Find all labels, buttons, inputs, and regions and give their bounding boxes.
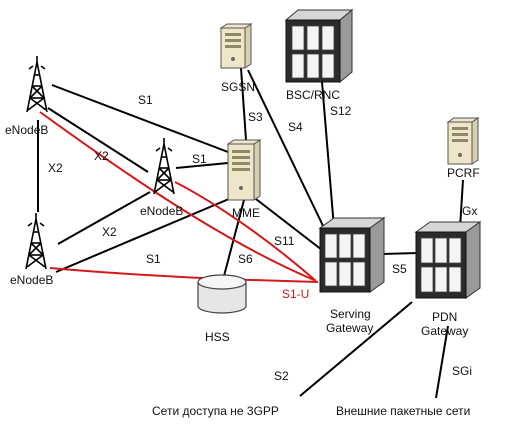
enodeb-mid-label: eNodeB xyxy=(140,204,183,218)
enodeb-top-label: eNodeB xyxy=(5,123,48,137)
external-packet-networks-label: Внешние пакетные сети xyxy=(336,404,470,418)
link-x2-enodeb-top-mid xyxy=(47,107,149,173)
iface-s1-u: S1-U xyxy=(282,287,309,301)
link-sgsn-sgw xyxy=(247,69,327,233)
link-pdn-external xyxy=(435,325,449,399)
enodeb-top-tower-icon xyxy=(26,56,48,113)
pcrf-server-icon xyxy=(446,117,480,165)
iface-s2: S2 xyxy=(274,369,289,383)
link-enodeb-top-mme xyxy=(51,84,229,153)
link-pdn-non3gpp xyxy=(299,301,413,397)
iface-x2-lower: X2 xyxy=(102,225,117,239)
sgsn-label: SGSN xyxy=(221,80,255,94)
link-enodeb-bottom-mme xyxy=(55,195,237,273)
pdn-gateway-label-line2: Gateway xyxy=(421,324,468,338)
link-bsc-sgw xyxy=(321,81,335,229)
enodeb-bottom-label: eNodeB xyxy=(10,273,53,287)
serving-gateway-rack-icon xyxy=(318,217,386,293)
link-s1u-enodeb-bottom xyxy=(49,267,319,283)
link-enodeb-mid-mme xyxy=(175,162,229,169)
iface-s1-bottom: S1 xyxy=(146,252,161,266)
mme-server-icon xyxy=(226,139,262,201)
pcrf-label: PCRF xyxy=(447,166,480,180)
iface-s4: S4 xyxy=(288,120,303,134)
link-mme-hss xyxy=(223,199,245,277)
link-sgsn-mme xyxy=(240,67,247,141)
iface-gx: Gx xyxy=(462,204,477,218)
iface-s5: S5 xyxy=(392,262,407,276)
iface-s11: S11 xyxy=(274,234,295,248)
iface-sgi: SGi xyxy=(452,364,472,378)
interface-labels: S1 S1 S1 X2 X2 X2 S3 S4 S12 S6 S11 S5 Gx… xyxy=(48,93,477,383)
iface-s1-mid: S1 xyxy=(192,152,207,166)
link-x2-enodeb-bottom-mid xyxy=(57,191,151,245)
serving-gateway-label-line1: Serving xyxy=(330,307,371,321)
link-sgw-pdn xyxy=(381,252,419,255)
enodeb-mid-tower-icon xyxy=(153,138,175,195)
pdn-gateway-label-line1: PDN xyxy=(432,310,457,324)
iface-s6: S6 xyxy=(238,252,253,266)
sgsn-server-icon xyxy=(219,23,253,69)
node-labels: eNodeB eNodeB eNodeB SGSN BSC/RNC MME HS… xyxy=(5,80,480,418)
hss-label: HSS xyxy=(205,330,230,344)
link-s1u-enodeb-top xyxy=(39,111,315,281)
serving-gateway-label-line2: Gateway xyxy=(326,321,373,335)
hss-database-icon xyxy=(197,274,247,314)
user-plane-links xyxy=(39,111,319,283)
mme-label: MME xyxy=(232,206,260,220)
link-pdn-pcrf xyxy=(459,179,464,229)
non-3gpp-access-label: Сети доступа не 3GPP xyxy=(152,404,279,418)
iface-s1-top: S1 xyxy=(138,93,153,107)
link-mme-sgw xyxy=(251,195,323,251)
link-s1u-enodeb-mid xyxy=(174,181,317,282)
iface-s3: S3 xyxy=(248,110,263,124)
iface-x2-upper: X2 xyxy=(94,149,109,163)
enodeb-bottom-tower-icon xyxy=(25,213,47,270)
control-plane-links xyxy=(37,67,464,399)
bsc-rnc-label: BSC/RNC xyxy=(286,88,340,102)
pdn-gateway-rack-icon xyxy=(414,221,482,299)
bsc-rnc-rack-icon xyxy=(284,8,354,84)
iface-x2-left: X2 xyxy=(48,161,63,175)
iface-s12: S12 xyxy=(330,104,352,118)
